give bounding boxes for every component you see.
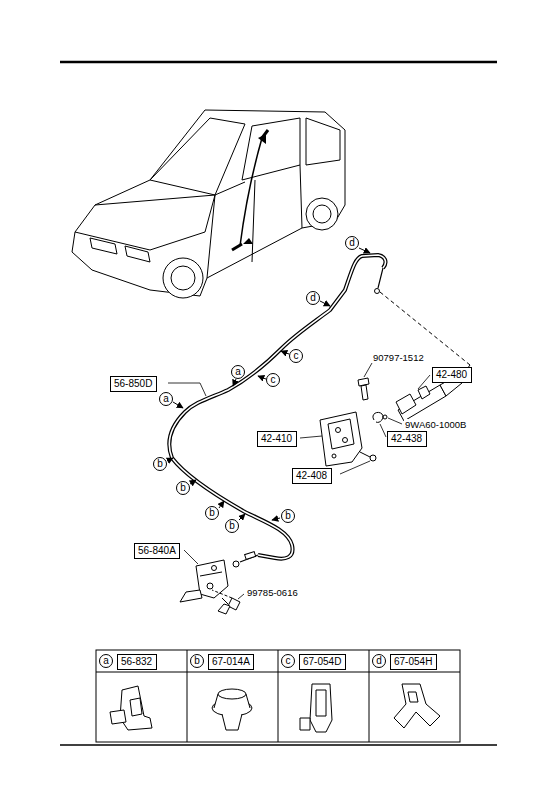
part-number-box: 67-014A <box>208 654 254 670</box>
handle-bracket <box>320 412 362 466</box>
van-sketch <box>72 110 345 298</box>
callout-letter: b <box>209 507 215 518</box>
clip-callout: d <box>345 236 359 250</box>
leader-line <box>168 363 430 599</box>
callout-letter: b <box>194 655 200 666</box>
clip-pictures <box>110 684 440 732</box>
part-number: 56-832 <box>121 656 152 667</box>
callout-letter: a <box>235 366 241 377</box>
part-number: 9WA60-1000B <box>404 419 467 430</box>
callout-letter: d <box>349 237 355 248</box>
callout-letter: b <box>180 482 186 493</box>
hood-latch <box>180 560 228 604</box>
part-number: 67-054D <box>303 656 341 667</box>
clip-callout: b <box>153 457 167 471</box>
callout-letter: b <box>285 510 291 521</box>
part-number: 42-408 <box>296 470 327 481</box>
part-number-box: 67-054D <box>299 654 346 670</box>
callout-letter: c <box>286 655 291 666</box>
clip <box>373 412 387 422</box>
part-number: 56-850D <box>114 378 152 389</box>
callout-letter: a <box>103 655 109 666</box>
header-rule <box>60 61 497 64</box>
clip-callout: c <box>289 349 303 363</box>
part-number-box: 42-410 <box>257 431 297 447</box>
part-number-box: 42-480 <box>432 367 472 383</box>
part-number: 56-840A <box>138 545 176 556</box>
part-number: 90797-1512 <box>372 352 425 363</box>
bolt <box>358 378 369 400</box>
clip-callout: c <box>266 373 280 387</box>
clip-callout: a <box>231 365 245 379</box>
clip-callout: d <box>306 291 320 305</box>
part-number: 42-480 <box>436 369 467 380</box>
clip-pointer <box>167 248 370 520</box>
clip-callout: a <box>159 392 173 406</box>
clip-callout: d <box>372 654 386 668</box>
callout-letter: b <box>229 520 235 531</box>
part-number-box: 42-438 <box>387 431 427 447</box>
part-number-box: 67-054H <box>390 654 437 670</box>
clip-callout: a <box>99 654 113 668</box>
part-number-box: 56-840A <box>134 543 180 559</box>
part-number-box: 56-832 <box>117 654 157 670</box>
part-number: 42-438 <box>391 433 422 444</box>
clip-callout: b <box>190 654 204 668</box>
clip-callout: b <box>176 481 190 495</box>
callout-letter: c <box>271 374 276 385</box>
part-number: 99785-0616 <box>246 587 299 598</box>
clip-callout: b <box>281 509 295 523</box>
part-number-box: 42-408 <box>292 468 332 484</box>
footer-rule <box>60 744 497 746</box>
pin <box>360 452 376 461</box>
part-number: 42-410 <box>261 433 292 444</box>
part-number: 67-054H <box>394 656 432 667</box>
part-number-box: 56-850D <box>110 376 157 392</box>
release-cable <box>169 255 385 567</box>
clip-callout: c <box>281 654 295 668</box>
callout-letter: c <box>294 350 299 361</box>
part-number: 67-014A <box>212 656 250 667</box>
clip-callout: b <box>225 519 239 533</box>
callout-letter: a <box>163 393 169 404</box>
clip-callout: b <box>205 506 219 520</box>
bolt <box>212 590 240 614</box>
callout-letter: b <box>157 458 163 469</box>
clip-table <box>96 650 460 742</box>
callout-letter: d <box>376 655 382 666</box>
callout-letter: d <box>310 292 316 303</box>
